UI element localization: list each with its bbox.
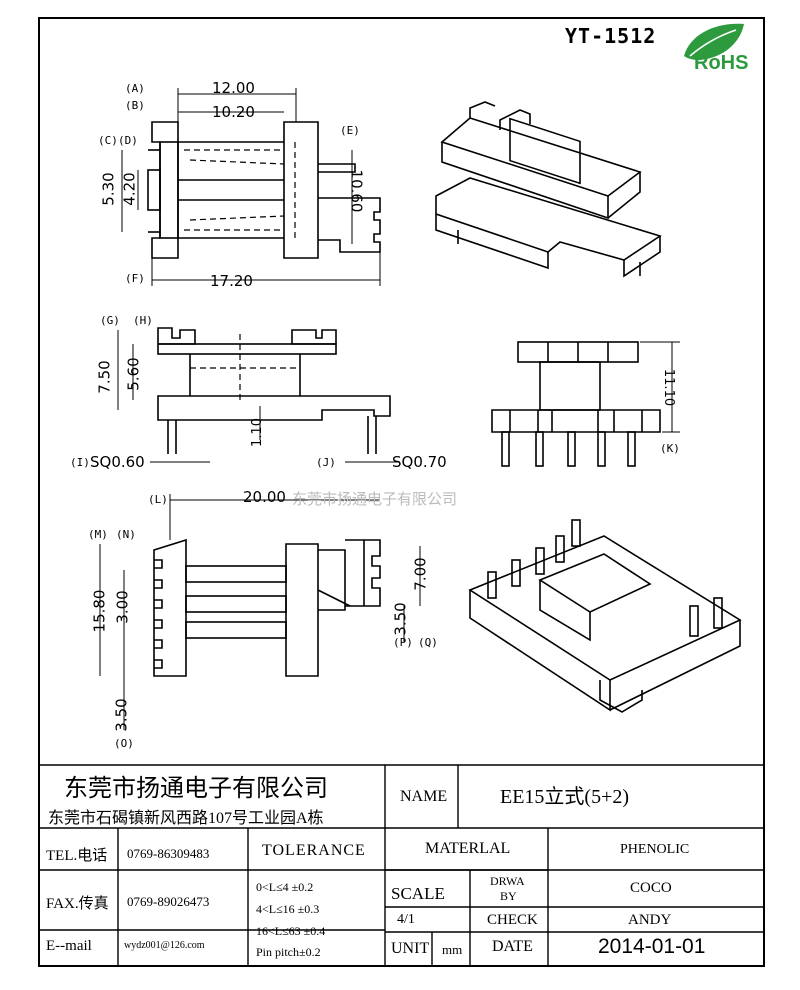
tolerance-row-2: 4<L≤16 ±0.3 <box>256 902 320 916</box>
ref-l: (L) <box>148 493 168 506</box>
dim-12-00: 12.00 <box>212 79 255 97</box>
unit-value: mm <box>442 942 463 957</box>
watermark: 东莞市扬通电子有限公司 <box>292 490 458 508</box>
dim-7-00: 7.00 <box>411 557 430 591</box>
tolerance-label: TOLERANCE <box>262 842 366 859</box>
check-label: CHECK <box>487 912 538 928</box>
ref-a: (A) <box>125 82 145 95</box>
top-view <box>147 121 381 259</box>
company-name: 东莞市扬通电子有限公司 <box>64 776 328 802</box>
dim-7-50: 7.50 <box>95 360 114 394</box>
dim-4-20: 4.20 <box>120 172 139 206</box>
rohs-leaf-icon <box>684 23 744 60</box>
dim-sq060: SQ0.60 <box>90 453 145 471</box>
dim-3-00: 3.00 <box>113 590 132 624</box>
material-value: PHENOLIC <box>620 842 690 857</box>
ref-h: (H) <box>133 314 153 327</box>
isometric-view-bottom <box>468 519 742 713</box>
ref-q: (Q) <box>418 636 438 649</box>
name-value: EE15立式(5+2) <box>500 786 630 808</box>
dim-1-10: 1.10 <box>249 418 265 447</box>
dim-sq070: SQ0.70 <box>392 453 447 471</box>
fax-value: 0769-89026473 <box>127 894 210 909</box>
dim-5-60: 5.60 <box>124 357 143 391</box>
rohs-logo-text: RoHS <box>694 52 749 74</box>
unit-label: UNIT <box>391 940 430 957</box>
dim-3-50-lower: 3.50 <box>112 698 131 732</box>
ref-j: (J) <box>316 456 336 469</box>
material-label: MATERLAL <box>425 840 511 857</box>
company-address: 东莞市石碣镇新风西路107号工业园A栋 <box>48 810 324 827</box>
front-view <box>157 327 391 454</box>
date-label: DATE <box>492 938 533 955</box>
ref-n: (N) <box>116 528 136 541</box>
ref-e: (E) <box>340 124 360 137</box>
dim-11-10: 11.10 <box>661 368 677 407</box>
scale-label: SCALE <box>391 884 445 903</box>
title-block-grid <box>38 764 765 967</box>
date-value: 2014-01-01 <box>598 935 706 958</box>
part-number: YT-1512 <box>565 24 657 48</box>
dim-5-30: 5.30 <box>99 172 118 206</box>
dim-15-80: 15.80 <box>90 589 109 633</box>
dim-20-00: 20.00 <box>243 488 286 506</box>
bottom-view <box>153 538 381 677</box>
isometric-view-top <box>435 101 662 278</box>
side-view <box>491 341 661 467</box>
ref-i: (I) <box>70 456 90 469</box>
dim-17-20: 17.20 <box>210 272 253 290</box>
tel-label: TEL.电话 <box>46 848 108 864</box>
drawn-value: COCO <box>630 880 672 896</box>
scale-value: 4/1 <box>397 912 415 927</box>
email-label: E--mail <box>46 938 92 954</box>
tolerance-row-3: 16<L≤63 ±0.4 <box>256 924 326 938</box>
ref-k: (K) <box>660 442 680 455</box>
ref-d: (D) <box>118 134 138 147</box>
check-value: ANDY <box>628 912 672 928</box>
ref-c: (C) <box>98 134 118 147</box>
ref-g: (G) <box>100 314 120 327</box>
drawn-label: DRWA <box>490 874 525 888</box>
ref-f: (F) <box>125 272 145 285</box>
tel-value: 0769-86309483 <box>127 846 210 861</box>
email-value: wydz001@126.com <box>124 940 205 951</box>
drawn-label-2: BY <box>500 889 517 903</box>
drawing-frame <box>38 17 765 967</box>
name-label: NAME <box>400 788 448 805</box>
ref-m: (M) <box>88 528 108 541</box>
ref-b: (B) <box>125 99 145 112</box>
dim-10-60: 10.60 <box>347 169 366 213</box>
ref-p: (P) <box>393 636 413 649</box>
dim-10-20: 10.20 <box>212 103 255 121</box>
tolerance-row-1: 0<L≤4 ±0.2 <box>256 880 314 894</box>
tolerance-row-4: Pin pitch±0.2 <box>256 945 321 959</box>
fax-label: FAX.传真 <box>46 896 109 912</box>
ref-o: (O) <box>114 737 134 750</box>
dim-3-50-right: 3.50 <box>391 602 410 636</box>
